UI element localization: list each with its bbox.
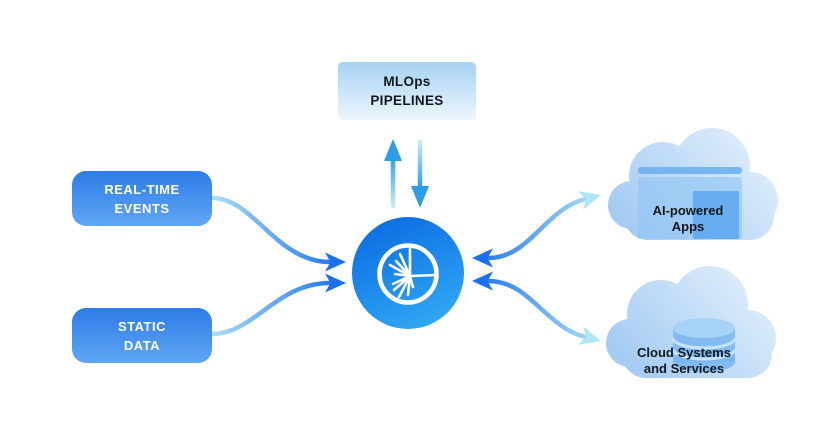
arrow-hub-to-ai-apps xyxy=(472,191,601,268)
database-icon xyxy=(671,318,737,372)
confluent-spark-icon xyxy=(377,243,439,305)
mlops-pipelines-label: MLOps PIPELINES xyxy=(370,74,444,108)
realtime-events-node: REAL-TIME EVENTS xyxy=(72,171,212,226)
arrow-hub-to-mlops-up xyxy=(384,139,402,209)
arrow-hub-to-cloud-systems xyxy=(472,271,601,345)
browser-window-icon xyxy=(638,167,742,239)
hub-node xyxy=(352,217,464,329)
mlops-pipelines-node: MLOps PIPELINES xyxy=(338,62,476,120)
cloud-systems-cloud xyxy=(606,266,776,378)
static-data-label: STATIC DATA xyxy=(117,318,166,353)
cloud-systems-label: Cloud Systems and Services xyxy=(637,345,731,376)
ai-apps-label: AI-powered Apps xyxy=(652,203,724,234)
realtime-events-label: REAL-TIME EVENTS xyxy=(104,181,180,216)
arrow-static-to-hub xyxy=(209,273,346,337)
arrow-mlops-to-hub-down xyxy=(411,139,429,208)
arrow-realtime-to-hub xyxy=(209,195,346,272)
static-data-node: STATIC DATA xyxy=(72,308,212,363)
ai-apps-cloud xyxy=(608,128,778,240)
